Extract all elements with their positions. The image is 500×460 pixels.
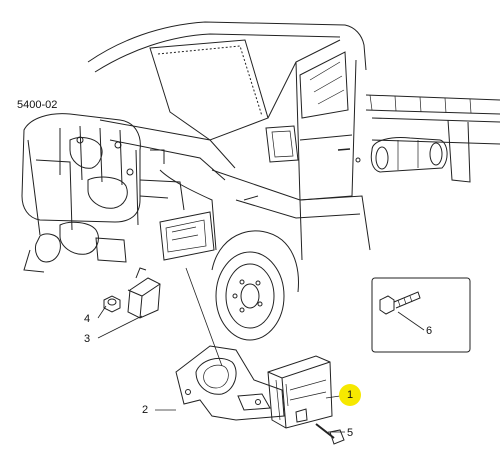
nut-part-4	[103, 295, 121, 313]
callout-2-label: 2	[142, 404, 149, 416]
chassis-frame	[365, 94, 500, 183]
leader-lines	[97, 267, 425, 433]
bolt-part-5	[315, 423, 345, 445]
callout-1-label: 1	[346, 389, 354, 401]
callout-1-badge: 1	[339, 384, 361, 406]
bracket-part-2	[175, 345, 285, 421]
callout-5-label: 5	[347, 427, 354, 439]
diagram-code: 5400-02	[17, 99, 58, 111]
ecu-part-1	[267, 355, 333, 429]
relay-part-3	[127, 267, 161, 319]
detail-box-part-6	[371, 277, 471, 353]
van-cab	[87, 21, 371, 341]
callout-6-label: 6	[426, 325, 433, 337]
engine-assembly	[21, 113, 185, 273]
callout-4-label: 4	[84, 313, 91, 325]
ecu-installed	[159, 211, 215, 261]
callout-3-label: 3	[84, 333, 91, 345]
